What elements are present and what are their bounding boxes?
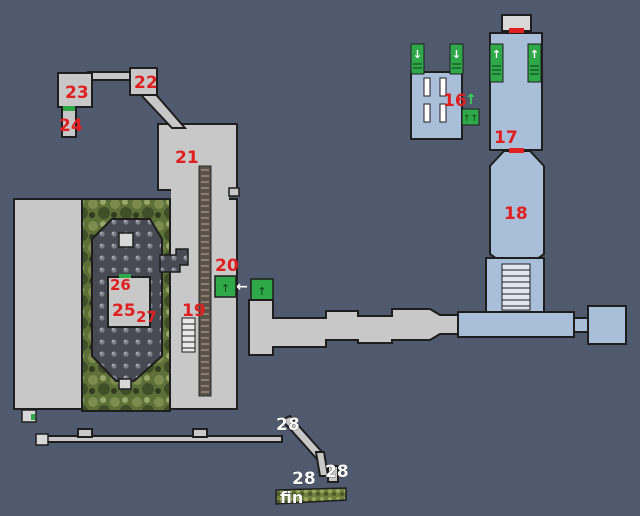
bottom-path [43, 414, 339, 483]
room-label-22: 22 [134, 73, 158, 93]
east-annex [587, 305, 627, 345]
white-direction-arrow-icon: ← [236, 279, 248, 295]
room-21 [157, 123, 238, 191]
room-16 [410, 71, 463, 140]
red-door-17-18[interactable] [509, 148, 524, 153]
white-direction-arrow-icon: ↓ [452, 48, 461, 61]
room-label-16: 16 [443, 91, 467, 111]
stone-arm [159, 248, 189, 273]
rail-track [198, 165, 212, 397]
green-door-26[interactable] [119, 274, 131, 278]
room-23 [57, 72, 93, 108]
room-labels: 16 17 18 19 20 21 22 23 24 25 26 27 28 2… [59, 73, 528, 507]
stairs-18 [501, 263, 531, 311]
green-door-24[interactable] [63, 106, 75, 111]
room-22 [129, 67, 158, 96]
chamber-exit [118, 378, 132, 390]
room-label-25: 25 [112, 301, 136, 321]
east-link [573, 317, 589, 333]
door-arrow-icon: ↑ [221, 282, 230, 295]
door-arrow-icon: ↑↑ [463, 114, 478, 124]
green-door-20[interactable] [214, 275, 237, 298]
green-direction-arrow-icon: ↑ [465, 92, 477, 108]
red-door-17-top[interactable] [509, 28, 524, 33]
door-arrow-icon: ↑ [257, 285, 266, 298]
room-label-28b: 28 [292, 469, 316, 489]
room-label-21: 21 [175, 148, 199, 168]
room-25 [107, 276, 151, 328]
room-label-19: 19 [182, 301, 206, 321]
room-label-27: 27 [136, 308, 157, 326]
room-label-23: 23 [65, 83, 89, 103]
stairs-19 [181, 317, 196, 353]
fin-label: fin [280, 488, 303, 507]
pillar [118, 232, 134, 248]
room-21-side-door [228, 187, 240, 197]
room-label-28a: 28 [276, 415, 300, 435]
room-label-28c: 28 [325, 462, 349, 482]
room-label-26: 26 [110, 276, 131, 294]
white-direction-arrow-icon: ↑ [530, 48, 539, 61]
room-label-17: 17 [494, 128, 518, 148]
green-door-stacks[interactable] [410, 43, 542, 126]
room-label-24: 24 [59, 116, 83, 136]
room-16-interior [423, 77, 447, 123]
room-label-18: 18 [504, 204, 528, 224]
small-door-icon [35, 433, 49, 446]
central-corridor [248, 299, 459, 356]
east-hall [457, 311, 575, 338]
room-west-hall [13, 198, 83, 410]
white-direction-arrow-icon: ↑ [492, 48, 501, 61]
fin-area [275, 487, 347, 505]
door-stack-stripes [413, 63, 539, 75]
room-label-20: 20 [215, 256, 239, 276]
upper-left-path [57, 67, 188, 138]
white-direction-arrow-icon: ↓ [413, 48, 422, 61]
